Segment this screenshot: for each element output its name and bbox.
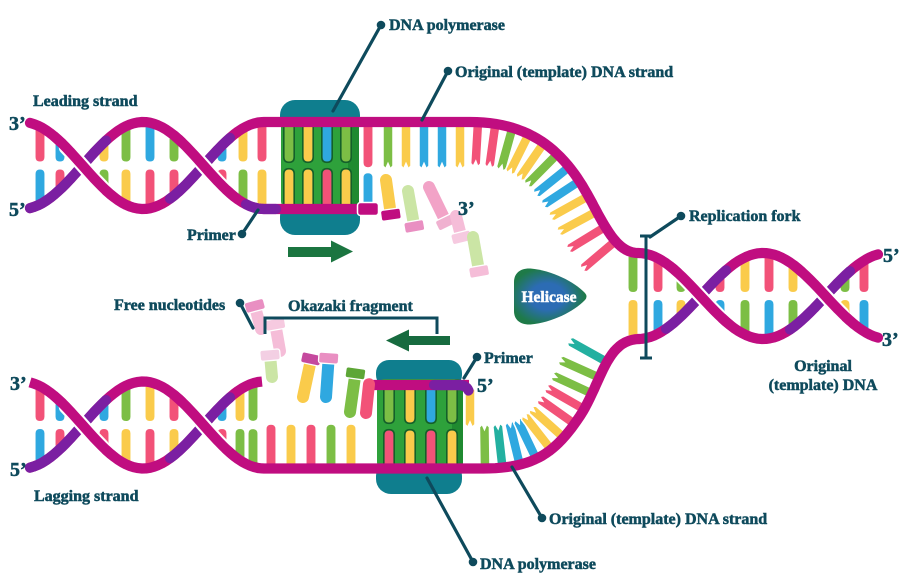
svg-text:Primer: Primer (187, 227, 236, 244)
svg-text:5’: 5’ (9, 199, 26, 221)
svg-text:(template) DNA: (template) DNA (769, 377, 878, 394)
svg-text:3’: 3’ (458, 198, 475, 220)
svg-text:Original (template) DNA strand: Original (template) DNA strand (549, 511, 767, 528)
svg-text:3’: 3’ (10, 373, 27, 395)
svg-text:Lagging strand: Lagging strand (34, 488, 139, 505)
svg-text:3’: 3’ (9, 113, 26, 135)
svg-text:5’: 5’ (477, 375, 494, 397)
svg-text:Helicase: Helicase (521, 289, 576, 306)
svg-text:Okazaki fragment: Okazaki fragment (288, 298, 414, 315)
svg-text:Original (template) DNA strand: Original (template) DNA strand (455, 64, 673, 81)
svg-text:DNA polymerase: DNA polymerase (480, 556, 596, 573)
svg-text:Primer: Primer (484, 350, 533, 367)
svg-text:3’: 3’ (882, 329, 899, 351)
svg-text:Replication fork: Replication fork (689, 208, 801, 225)
svg-text:5’: 5’ (883, 245, 900, 267)
svg-text:Leading strand: Leading strand (33, 93, 138, 110)
svg-text:Original: Original (794, 358, 852, 375)
svg-text:Free nucleotides: Free nucleotides (114, 297, 225, 314)
svg-text:DNA polymerase: DNA polymerase (389, 17, 505, 34)
svg-text:5’: 5’ (10, 459, 27, 481)
